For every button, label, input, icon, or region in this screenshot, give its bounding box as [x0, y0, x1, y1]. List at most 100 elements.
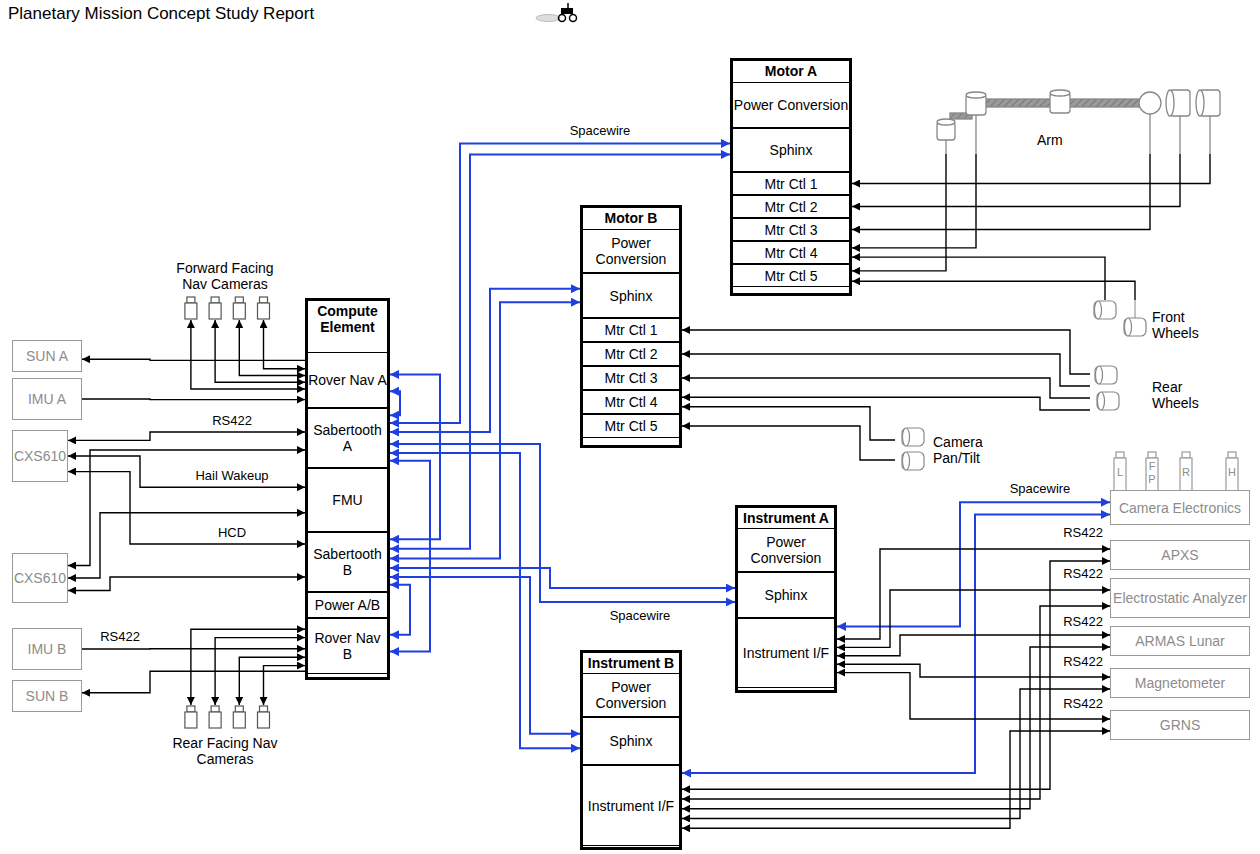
- page-header: Planetary Mission Concept Study Report: [8, 4, 314, 24]
- device-box: SUN A: [12, 340, 82, 372]
- module-box: Power A/B: [305, 592, 390, 618]
- device-box: ARMAS Lunar: [1110, 626, 1250, 656]
- dust-cloud: [536, 15, 560, 22]
- box-label: CXS610: [14, 448, 66, 464]
- wheel-hub: [903, 452, 910, 470]
- signal-wire: [837, 673, 1110, 719]
- camera-body: [258, 712, 270, 728]
- signal-wire: [82, 671, 305, 693]
- device-box: CXS610: [12, 553, 68, 603]
- signal-wire: [682, 330, 1090, 374]
- wheel-icon: [902, 428, 924, 446]
- camera-lens: [1182, 452, 1190, 458]
- module-box: Mtr Ctl 5: [580, 414, 682, 438]
- arm-joint-top: [1050, 90, 1070, 96]
- module-box: Instrument I/F: [580, 765, 682, 846]
- device-icon-group: Rear Wheels: [1090, 365, 1215, 425]
- signal-wire: [82, 359, 305, 360]
- box-label: Sabertooth A: [308, 422, 387, 454]
- rover-mast: [567, 3, 569, 8]
- spacewire-link: [390, 289, 580, 432]
- camera-lens: [260, 706, 268, 712]
- box-label: Power Conversion: [734, 97, 848, 113]
- arm-joint-face: [1196, 90, 1204, 116]
- camera-body: [1226, 458, 1238, 492]
- camera-icon: [233, 297, 245, 319]
- arm-joint-face: [1166, 90, 1174, 116]
- signal-wire: [191, 629, 305, 705]
- signal-wire: [837, 635, 1110, 656]
- device-box: IMU B: [12, 628, 82, 670]
- rover-body: [561, 8, 573, 14]
- device-icon-group: Forward Facing Nav Cameras: [170, 226, 280, 320]
- camera-lens: [235, 706, 243, 712]
- spacewire-link: [682, 515, 1110, 774]
- wheel-icon: [1094, 301, 1116, 319]
- box-label: Forward Facing Nav Cameras: [170, 260, 280, 292]
- device-box: SUN B: [12, 680, 82, 712]
- subsystem-box: Instrument APower ConversionSphinxInstru…: [735, 505, 837, 693]
- box-label: CXS610: [14, 570, 66, 586]
- signal-wire: [264, 320, 306, 369]
- camera-lens: [1116, 452, 1124, 458]
- wheel-hub: [1098, 392, 1105, 410]
- box-label: FMU: [332, 492, 362, 508]
- signal-wire: [837, 549, 1110, 639]
- wire-label: HCD: [216, 526, 248, 540]
- wheel-tread: [1095, 366, 1117, 384]
- arm-wire-stub: [1149, 114, 1150, 154]
- spacewire-link: [390, 568, 735, 588]
- wire-label: RS422: [1061, 615, 1105, 629]
- wire-label: RS422: [1061, 526, 1105, 540]
- box-label: Rear Wheels: [1152, 379, 1215, 411]
- module-box: Mtr Ctl 2: [730, 195, 852, 218]
- camera-body: [1114, 458, 1126, 492]
- box-label: Mtr Ctl 4: [765, 245, 818, 261]
- box-label: GRNS: [1160, 717, 1200, 733]
- device-icon-group: Arm: [925, 62, 1225, 154]
- camera-icon: [1180, 452, 1192, 492]
- box-label: Mtr Ctl 4: [605, 394, 658, 410]
- camera-lens: [211, 297, 219, 303]
- box-label: Mtr Ctl 3: [605, 370, 658, 386]
- module-box: Instrument I/F: [735, 618, 837, 688]
- box-label: APXS: [1161, 547, 1198, 563]
- camera-icon: [1146, 452, 1158, 492]
- wire-label: RS422: [98, 630, 142, 644]
- camera-body: [258, 303, 270, 319]
- box-heading: Motor A: [733, 61, 849, 79]
- wire-label: Spacewire: [1008, 482, 1073, 496]
- box-label: IMU B: [28, 641, 67, 657]
- box-label: IMU A: [28, 391, 66, 407]
- box-label: Power Conversion: [583, 679, 679, 711]
- spacewire-link: [837, 502, 1110, 626]
- camera-body: [209, 712, 221, 728]
- module-box: Power Conversion: [730, 82, 852, 128]
- box-label: Mtr Ctl 2: [605, 346, 658, 362]
- arm-joint-top: [937, 119, 955, 125]
- camera-lens: [1148, 452, 1156, 458]
- camera-icon: [233, 706, 245, 728]
- module-box: Rover Nav A: [305, 352, 390, 408]
- spacewire-link: [390, 154, 730, 548]
- camera-icon: [1226, 452, 1238, 492]
- module-box: Sphinx: [580, 717, 682, 765]
- signal-wire: [68, 577, 305, 591]
- signal-wire: [68, 450, 305, 566]
- signal-wire: [852, 154, 1180, 207]
- box-heading: Compute Element: [308, 301, 387, 335]
- module-box: Mtr Ctl 3: [580, 366, 682, 390]
- wire-label: Spacewire: [568, 124, 633, 138]
- camera-lens: [211, 706, 219, 712]
- box-label: Sabertooth B: [308, 546, 387, 578]
- camera-letter: H: [1228, 467, 1236, 478]
- device-icon-group: Front Wheels: [1090, 300, 1215, 350]
- box-label: Mtr Ctl 3: [765, 222, 818, 238]
- camera-body: [233, 712, 245, 728]
- signal-wire: [68, 513, 305, 578]
- box-heading: Instrument A: [738, 508, 834, 526]
- signal-wire: [682, 731, 1110, 828]
- camera-letter: R: [1182, 467, 1190, 478]
- rover-wheel: [559, 15, 566, 22]
- camera-body: [209, 303, 221, 319]
